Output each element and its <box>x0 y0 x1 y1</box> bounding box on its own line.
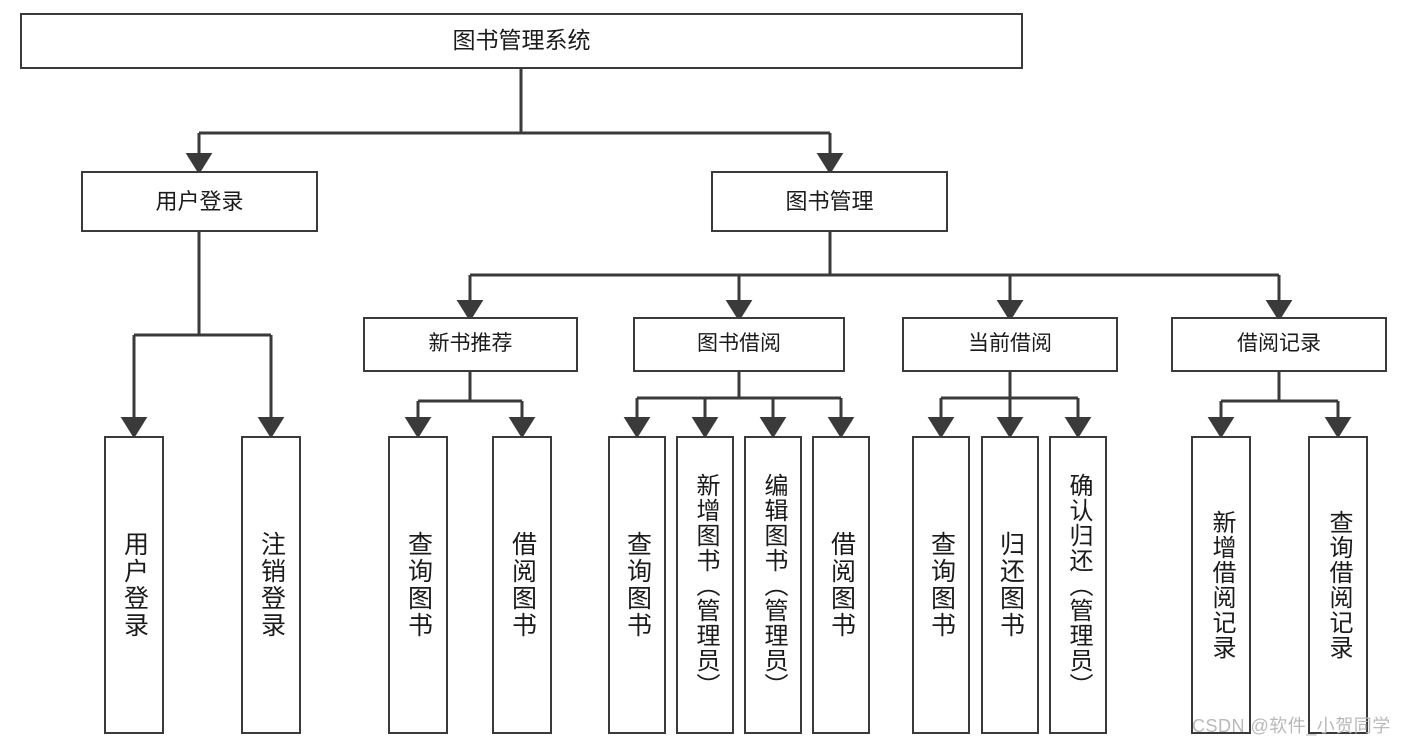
node-leaf-borrow-book-recommend[interactable]: 借阅图书 <box>492 436 552 734</box>
node-new-book-recommend[interactable]: 新书推荐 <box>363 317 578 372</box>
node-root-label: 图书管理系统 <box>452 27 591 54</box>
node-leaf-add-book-admin[interactable]: 新增图书（管理员） <box>676 436 734 734</box>
node-leaf-borrow-book[interactable]: 借阅图书 <box>812 436 870 734</box>
node-current-borrow[interactable]: 当前借阅 <box>902 317 1118 372</box>
node-leaf-borrow-book-label: 借阅图书 <box>827 531 856 639</box>
node-user-login[interactable]: 用户登录 <box>81 171 318 232</box>
node-leaf-edit-book-admin-label: 编辑图书（管理员） <box>760 472 787 698</box>
node-leaf-user-login-label: 用户登录 <box>120 531 149 639</box>
node-book-borrow[interactable]: 图书借阅 <box>633 317 845 372</box>
node-root-book-management-system[interactable]: 图书管理系统 <box>20 13 1023 69</box>
node-leaf-query-book-borrow[interactable]: 查询图书 <box>608 436 666 734</box>
node-leaf-add-book-admin-label: 新增图书（管理员） <box>692 472 719 698</box>
node-leaf-edit-book-admin[interactable]: 编辑图书（管理员） <box>744 436 802 734</box>
node-leaf-confirm-return-admin-label: 确认归还（管理员） <box>1065 472 1092 698</box>
node-leaf-logout[interactable]: 注销登录 <box>241 436 301 734</box>
node-leaf-return-book-label: 归还图书 <box>996 531 1025 639</box>
node-leaf-return-book[interactable]: 归还图书 <box>981 436 1039 734</box>
node-book-management-label: 图书管理 <box>785 188 874 214</box>
node-book-borrow-label: 图书借阅 <box>697 332 781 356</box>
node-leaf-add-borrow-record[interactable]: 新增借阅记录 <box>1191 436 1251 734</box>
node-leaf-borrow-book-recommend-label: 借阅图书 <box>508 531 537 639</box>
node-current-borrow-label: 当前借阅 <box>968 332 1052 356</box>
node-leaf-query-book-recommend[interactable]: 查询图书 <box>388 436 448 734</box>
node-leaf-query-borrow-record-label: 查询借阅记录 <box>1325 510 1352 660</box>
node-leaf-query-book-current-label: 查询图书 <box>927 531 956 639</box>
node-leaf-confirm-return-admin[interactable]: 确认归还（管理员） <box>1049 436 1107 734</box>
node-borrow-record[interactable]: 借阅记录 <box>1171 317 1387 372</box>
node-user-login-label: 用户登录 <box>155 188 244 214</box>
node-leaf-logout-label: 注销登录 <box>257 531 286 639</box>
node-leaf-user-login[interactable]: 用户登录 <box>104 436 164 734</box>
node-borrow-record-label: 借阅记录 <box>1237 332 1321 356</box>
node-new-book-recommend-label: 新书推荐 <box>428 332 513 356</box>
node-leaf-query-borrow-record[interactable]: 查询借阅记录 <box>1308 436 1368 734</box>
node-leaf-add-borrow-record-label: 新增借阅记录 <box>1208 510 1235 660</box>
node-leaf-query-book-borrow-label: 查询图书 <box>623 531 652 639</box>
csdn-watermark: CSDN @软件_小贺同学 <box>1192 716 1391 736</box>
node-book-management[interactable]: 图书管理 <box>711 171 948 232</box>
node-leaf-query-book-current[interactable]: 查询图书 <box>912 436 970 734</box>
node-leaf-query-book-recommend-label: 查询图书 <box>404 531 433 639</box>
